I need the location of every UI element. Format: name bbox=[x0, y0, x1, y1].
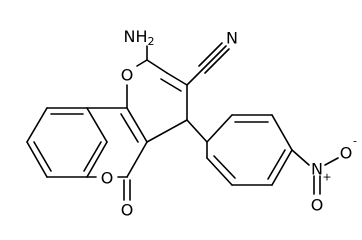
bond bbox=[166, 72, 188, 86]
bonds bbox=[26, 42, 339, 201]
bond bbox=[186, 69, 203, 86]
bond bbox=[267, 149, 286, 180]
bond bbox=[206, 157, 233, 186]
bond bbox=[146, 119, 188, 143]
bond bbox=[33, 141, 52, 172]
bond bbox=[271, 149, 293, 186]
bond bbox=[120, 113, 139, 143]
bond bbox=[126, 141, 148, 178]
amino-label: NH2 bbox=[124, 27, 155, 48]
bond bbox=[204, 48, 230, 74]
bond bbox=[126, 107, 148, 143]
bond bbox=[160, 78, 182, 92]
bond bbox=[198, 42, 223, 67]
nitro-o-bottom-label: O bbox=[311, 196, 324, 215]
pyran-o-label: O bbox=[121, 66, 134, 85]
bond bbox=[291, 149, 310, 166]
bond bbox=[136, 59, 148, 67]
amino-subscript: 2 bbox=[148, 35, 155, 48]
bond bbox=[86, 107, 108, 143]
nitro-o-top-label: O bbox=[340, 144, 353, 163]
bond bbox=[213, 155, 236, 179]
bond bbox=[201, 45, 227, 71]
bond bbox=[186, 119, 208, 143]
atom-labels: NH2 N O O O N + O - O bbox=[101, 27, 357, 220]
bond bbox=[26, 141, 48, 178]
bond bbox=[206, 114, 233, 143]
nitro-n-label: N bbox=[311, 160, 323, 179]
bond bbox=[86, 141, 108, 178]
bond bbox=[26, 107, 48, 143]
carbonyl-o-label: O bbox=[121, 201, 134, 220]
bond bbox=[271, 114, 293, 151]
bond bbox=[146, 59, 168, 74]
bond bbox=[324, 157, 339, 166]
bond bbox=[83, 141, 102, 172]
lactone-o-label: O bbox=[101, 169, 114, 188]
nitro-o-top-charge: - bbox=[353, 135, 357, 148]
nitrile-n-label: N bbox=[226, 29, 238, 48]
nitro-n-charge: + bbox=[322, 171, 331, 184]
